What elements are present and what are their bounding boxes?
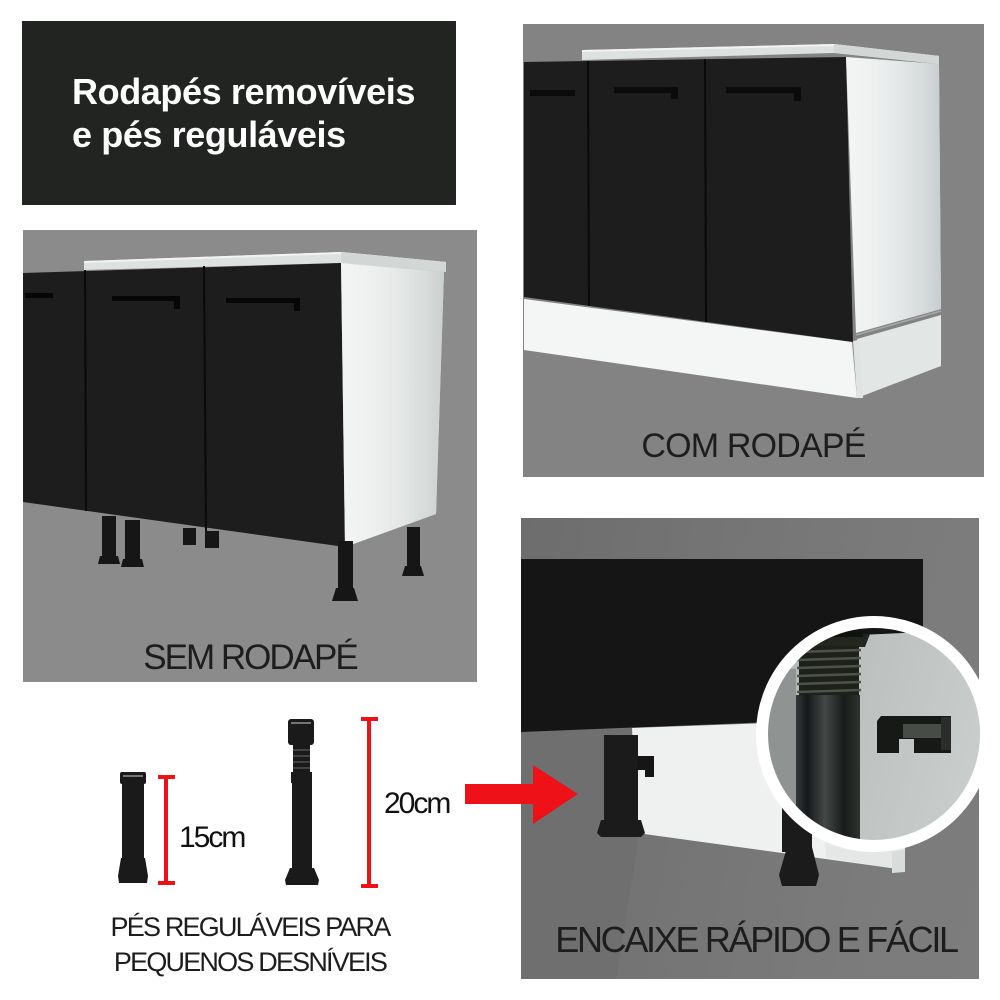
svg-text:20cm: 20cm — [384, 787, 450, 820]
svg-text:15cm: 15cm — [179, 821, 245, 854]
